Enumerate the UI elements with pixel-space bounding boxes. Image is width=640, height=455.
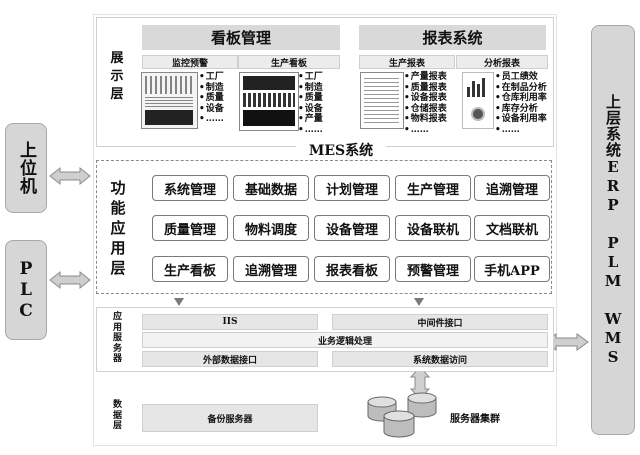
- external-interface-bar: 外部数据接口: [142, 351, 318, 367]
- module-trace-management-2: 追溯管理: [233, 256, 309, 282]
- mes-title: MES系统: [296, 140, 386, 160]
- outer-frame: [93, 14, 557, 446]
- upper-system-label: 上层系统ERP PLM WMS: [604, 93, 622, 367]
- plc-box: PLC: [5, 240, 47, 340]
- module-system-management: 系统管理: [152, 175, 228, 201]
- production-report-item-list: 产量报表 质量报表 设备报表 仓储报表 物料报表 ……: [404, 72, 447, 135]
- module-document-online: 文档联机: [474, 215, 550, 241]
- double-arrow-right: [544, 333, 589, 351]
- system-access-bar: 系统数据访问: [332, 351, 548, 367]
- data-layer-label: 数据层: [112, 400, 122, 431]
- analysis-report-subhead: 分析报表: [456, 55, 548, 69]
- database-cluster-icon: [367, 392, 437, 438]
- module-report-board: 报表看板: [314, 256, 390, 282]
- module-production-management: 生产管理: [395, 175, 471, 201]
- plc-label: PLC: [16, 258, 36, 322]
- module-quality-management: 质量管理: [152, 215, 228, 241]
- function-layer-label: 功能应用层: [110, 179, 126, 277]
- module-trace-management: 追溯管理: [474, 175, 550, 201]
- upper-machine-box: 上位机: [5, 123, 47, 213]
- module-mobile-app: 手机APP: [474, 256, 550, 282]
- upper-machine-label: 上位机: [16, 141, 36, 195]
- module-equipment-management: 设备管理: [314, 215, 390, 241]
- middleware-bar: 中间件接口: [332, 314, 548, 330]
- double-arrow-upper: [49, 166, 91, 186]
- module-material-dispatch: 物料调度: [233, 215, 309, 241]
- module-equipment-online: 设备联机: [395, 215, 471, 241]
- down-arrow-right: [414, 298, 424, 306]
- backup-server-bar: 备份服务器: [142, 404, 318, 432]
- production-board-thumbnail: [239, 72, 299, 131]
- double-arrow-plc: [49, 270, 91, 290]
- analysis-report-item-list: 员工绩效 在制品分析 仓库利用率 库存分析 设备利用率 ……: [495, 72, 547, 135]
- monitor-item-list: 工厂 制造 质量 设备 ……: [199, 72, 224, 125]
- upper-system-box: 上层系统ERP PLM WMS: [591, 25, 635, 435]
- analysis-report-thumbnail: [462, 72, 494, 129]
- app-server-layer-label: 应用服务器: [112, 312, 122, 364]
- function-layer: [96, 160, 552, 294]
- monitor-subhead: 监控预警: [142, 55, 238, 69]
- report-title: 报表系统: [359, 25, 546, 50]
- production-report-subhead: 生产报表: [359, 55, 455, 69]
- down-arrow-left: [174, 298, 184, 306]
- display-layer-label: 展示层: [110, 51, 124, 102]
- module-plan-management: 计划管理: [314, 175, 390, 201]
- production-report-thumbnail: [360, 72, 404, 129]
- monitor-thumbnail: [141, 72, 198, 129]
- production-board-subhead: 生产看板: [238, 55, 340, 69]
- kanban-title: 看板管理: [142, 25, 340, 50]
- production-board-item-list: 工厂 制造 质量 设备 产量 ……: [298, 72, 323, 135]
- module-basic-data: 基础数据: [233, 175, 309, 201]
- iis-bar: IIS: [142, 314, 318, 330]
- server-cluster-label: 服务器集群: [450, 414, 500, 425]
- module-alert-management: 预警管理: [395, 256, 471, 282]
- business-logic-bar: 业务逻辑处理: [142, 332, 548, 348]
- module-production-board: 生产看板: [152, 256, 228, 282]
